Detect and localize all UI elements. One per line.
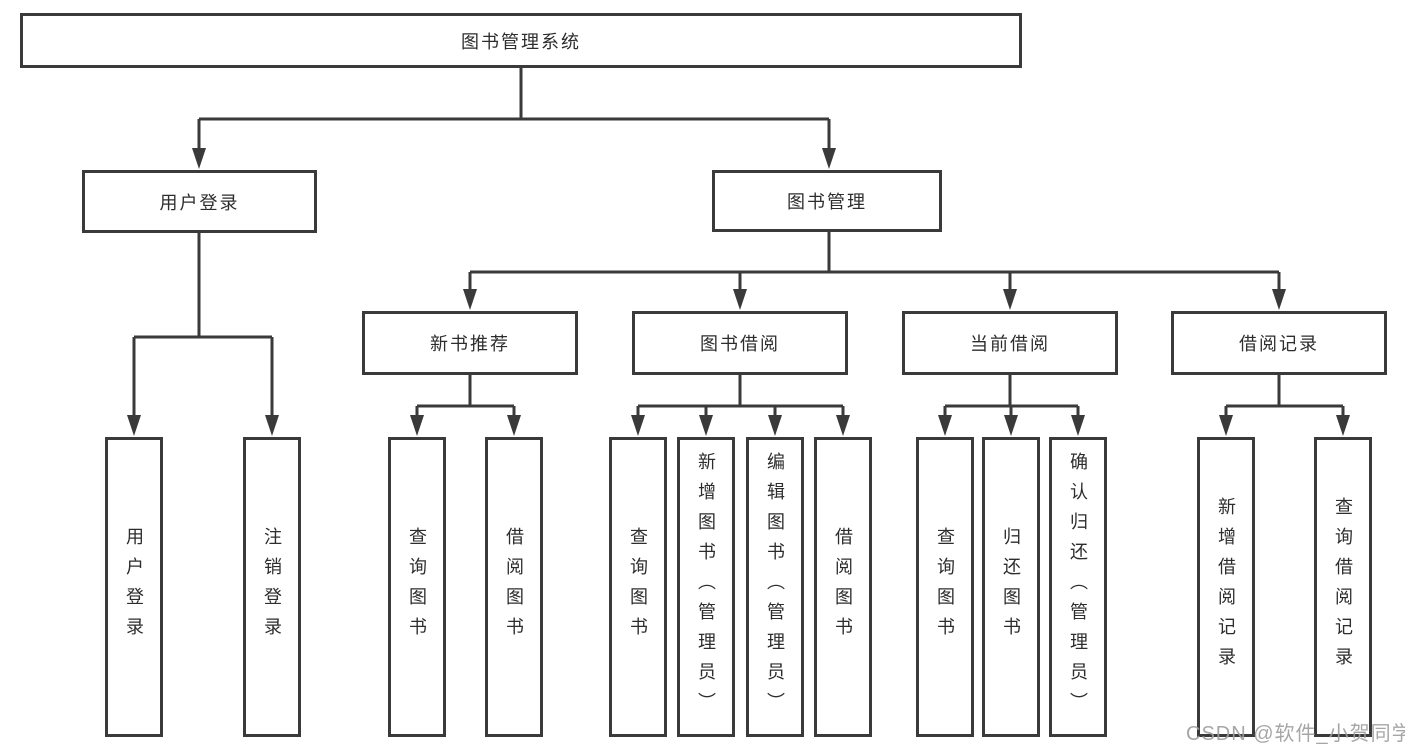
node-label: 查询图书 [628,527,648,647]
branch-user-login [132,233,274,417]
node-label: 借阅图书 [504,527,524,647]
node-borrow-records-label: 借阅记录 [1239,334,1319,354]
node-book-borrow: 图书借阅 [632,311,848,375]
node-add-borrow-record: 新增借阅记录 [1197,437,1255,737]
node-library-system: 图书管理系统 [20,13,1022,68]
node-confirm-return-admin: 确认归还（管理员） [1049,437,1107,737]
node-book-management: 图书管理 [712,170,942,232]
node-new-book-recommend: 新书推荐 [362,311,578,375]
node-label: 查询图书 [407,527,427,647]
branch-current-borrow [943,375,1080,417]
node-edit-book-admin: 编辑图书（管理员） [746,437,804,737]
node-label: 注销登录 [262,527,282,647]
branch-root [197,68,831,150]
node-logout: 注销登录 [243,437,301,737]
node-query-book-recommend: 查询图书 [388,437,446,737]
node-book-management-label: 图书管理 [787,192,867,212]
branch-new-book-recommend [415,375,516,417]
node-borrow-book-recommend: 借阅图书 [485,437,543,737]
node-label: 新增借阅记录 [1216,497,1236,677]
node-query-book-borrow: 查询图书 [609,437,667,737]
node-label: 新增图书（管理员） [696,452,716,722]
node-add-book-admin: 新增图书（管理员） [677,437,735,737]
node-query-borrow-record: 查询借阅记录 [1314,437,1372,737]
node-return-book: 归还图书 [982,437,1040,737]
node-label: 查询借阅记录 [1333,497,1353,677]
node-library-system-label: 图书管理系统 [461,31,581,52]
node-borrow-records: 借阅记录 [1171,311,1387,375]
branch-borrow-records [1224,375,1345,417]
node-label: 确认归还（管理员） [1068,452,1088,722]
node-user-login-label: 用户登录 [159,192,240,213]
node-label: 编辑图书（管理员） [765,452,785,722]
node-query-book-current: 查询图书 [916,437,974,737]
node-label: 归还图书 [1001,527,1021,647]
branch-book-borrow [636,375,845,417]
node-borrow-book: 借阅图书 [814,437,872,737]
arrowheads [127,148,1350,436]
node-book-borrow-label: 图书借阅 [700,334,780,354]
node-user-login: 用户登录 [82,170,317,233]
node-user-login-leaf: 用户登录 [105,437,163,737]
node-label: 用户登录 [124,527,144,647]
branch-book-management [468,232,1281,291]
node-current-borrow: 当前借阅 [902,311,1118,375]
node-current-borrow-label: 当前借阅 [970,334,1050,354]
csdn-watermark: CSDN @软件_小贺同学 [1186,723,1405,745]
node-label: 借阅图书 [833,527,853,647]
node-label: 查询图书 [935,527,955,647]
node-new-book-recommend-label: 新书推荐 [430,334,510,354]
